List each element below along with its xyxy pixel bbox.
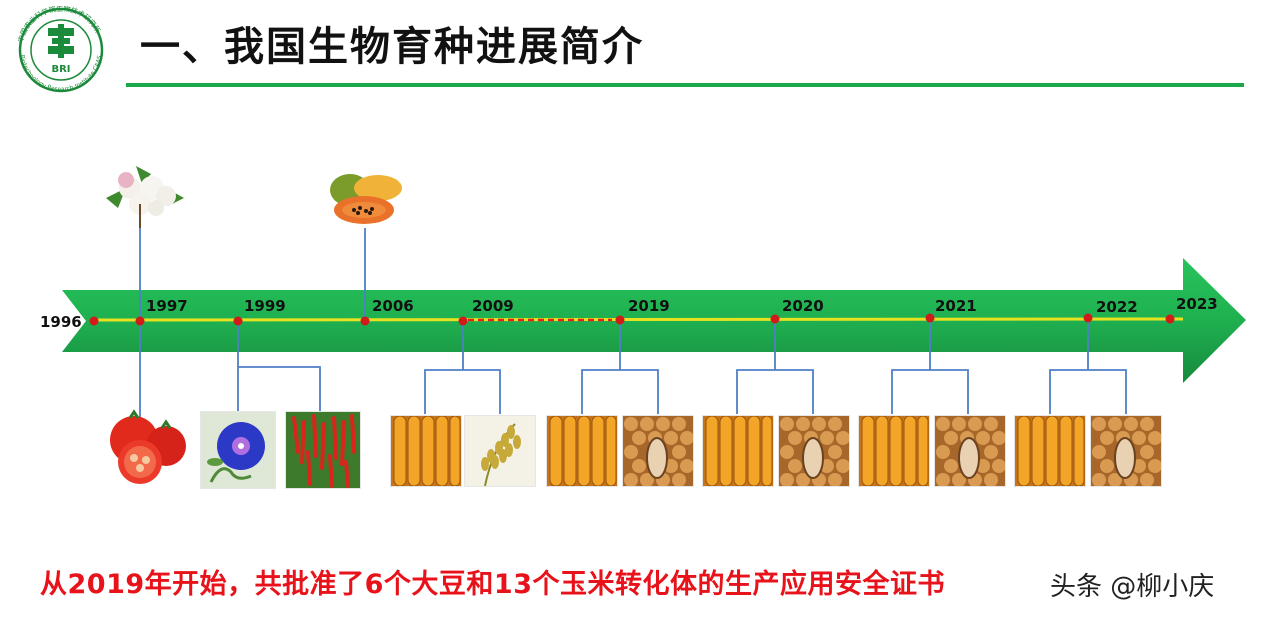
tomato-image [104, 402, 190, 486]
soybean-image [778, 415, 850, 487]
dot-1999 [233, 316, 243, 326]
dot-2023 [1165, 314, 1175, 324]
connector-2021 [891, 320, 969, 414]
year-label-2023: 2023 [1176, 295, 1218, 313]
dot-1997 [135, 316, 145, 326]
dot-2022 [1083, 313, 1093, 323]
connector-2022 [1049, 320, 1127, 414]
corn-image [1014, 415, 1086, 487]
dot-2006 [360, 316, 370, 326]
year-label-2021: 2021 [935, 297, 977, 315]
year-label-2022: 2022 [1096, 298, 1138, 316]
approval-statement: 从2019年开始，共批准了6个大豆和13个玉米转化体的生产应用安全证书 [40, 569, 946, 600]
page-title: 一、我国生物育种进展简介 [140, 24, 644, 70]
connector-2019 [581, 320, 659, 414]
corn-image [390, 415, 462, 487]
connector-1999 [237, 320, 321, 412]
rice-image [464, 415, 536, 487]
corn-image [858, 415, 930, 487]
soybean-image [934, 415, 1006, 487]
year-label-1999: 1999 [244, 297, 286, 315]
logo-abbr: BRI [51, 64, 70, 75]
cotton-image [96, 158, 188, 228]
year-label-2009: 2009 [472, 297, 514, 315]
institute-logo: 中国农业科学院生物技术研究所 Biotechnology Research In… [8, 4, 114, 94]
year-label-1996: 1996 [40, 313, 82, 331]
corn-image [702, 415, 774, 487]
connector-2020 [736, 320, 814, 414]
year-label-1997: 1997 [146, 297, 188, 315]
dot-2021 [925, 313, 935, 323]
year-label-2019: 2019 [628, 297, 670, 315]
dot-2019 [615, 315, 625, 325]
dot-1996 [89, 316, 99, 326]
watermark: 头条 @柳小庆 [1050, 572, 1215, 602]
year-label-2006: 2006 [372, 297, 414, 315]
morning-glory-image [200, 411, 276, 489]
timeline-axis [91, 317, 1184, 322]
year-label-2020: 2020 [782, 297, 824, 315]
dot-2009 [458, 316, 468, 326]
soybean-image [1090, 415, 1162, 487]
connector-2009 [424, 320, 501, 414]
papaya-image [326, 170, 406, 228]
dot-2020 [770, 314, 780, 324]
corn-image [546, 415, 618, 487]
title-divider [126, 83, 1244, 87]
soybean-image [622, 415, 694, 487]
chili-pepper-image [285, 411, 361, 489]
